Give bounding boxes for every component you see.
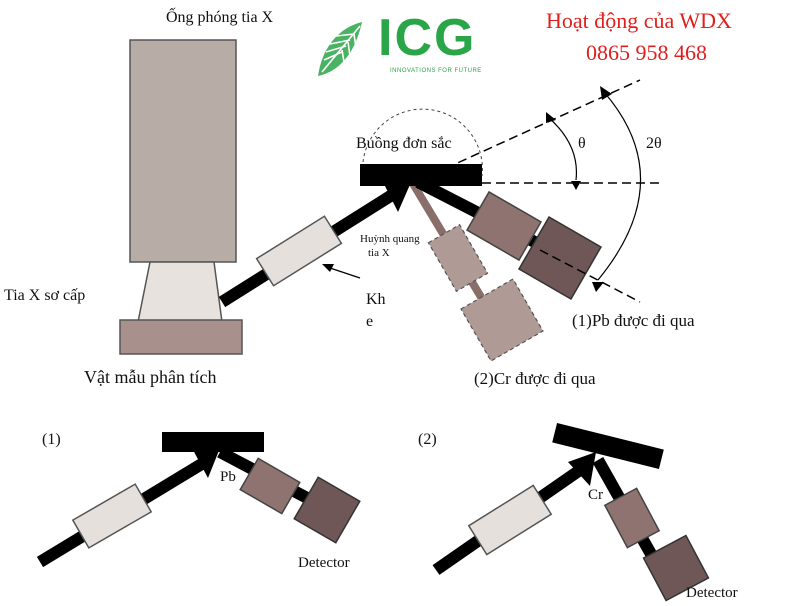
cr-ghost-path	[408, 179, 544, 362]
leaf-icon	[318, 22, 362, 76]
slit-label-2: e	[366, 313, 374, 330]
logo-wordmark: ICG	[378, 9, 477, 67]
theta-arrow-bottom	[571, 181, 581, 190]
pb-detector	[517, 215, 603, 301]
bl-arrowhead	[192, 448, 220, 478]
theta-arrow-top	[546, 112, 556, 123]
bl-index-label: (1)	[42, 431, 61, 448]
br-element-label: Cr	[588, 487, 603, 503]
br-arrowhead	[568, 452, 596, 486]
xray-tube-label: Ống phóng tia X	[166, 9, 274, 26]
bl-element-label: Pb	[220, 469, 236, 485]
theta-arc	[547, 116, 578, 181]
collimator	[255, 215, 343, 287]
xray-tube	[129, 39, 237, 263]
primary-xray-label: Tia X sơ cấp	[4, 287, 86, 304]
fluorescence-label-2: tia X	[368, 247, 390, 259]
two-theta-arrow-top	[600, 86, 612, 100]
header-title: Hoạt động của WDX	[546, 8, 732, 33]
two-theta-arrow-bottom	[592, 282, 604, 292]
bl-detector	[293, 476, 361, 544]
bl-pb-collimator	[239, 457, 301, 515]
pb-path-label: (1)Pb được đi qua	[572, 311, 695, 330]
sample	[119, 319, 243, 355]
sample-label: Vật mẫu phân tích	[84, 367, 217, 387]
slit-label-1: Kh	[366, 291, 386, 308]
theta-label: θ	[578, 135, 586, 152]
beam-arrowhead	[382, 180, 412, 212]
br-detector	[642, 534, 710, 602]
monochromator-label: Buồng đơn sắc	[356, 135, 452, 152]
two-theta-label: 2θ	[646, 135, 662, 152]
two-theta-arc	[597, 91, 642, 281]
slit-arrowhead	[322, 264, 334, 272]
br-detector-label: Detector	[686, 585, 738, 601]
monochromator-crystal	[360, 164, 482, 186]
tube-window	[137, 261, 223, 323]
logo-tagline: INNOVATIONS FOR FUTURE	[390, 68, 482, 74]
header-phone: 0865 958 468	[586, 40, 707, 65]
br-collimator	[467, 484, 553, 556]
fluorescence-label-1: Huỳnh quang	[360, 233, 420, 245]
br-cr-collimator	[603, 487, 661, 549]
br-crystal	[552, 422, 664, 470]
bl-detector-label: Detector	[298, 555, 350, 571]
br-index-label: (2)	[418, 431, 437, 448]
bl-collimator	[71, 483, 153, 549]
bl-crystal	[162, 432, 264, 452]
cr-path-label: (2)Cr được đi qua	[474, 369, 596, 388]
pb-collimator	[465, 190, 543, 262]
diffracted-extension	[539, 249, 641, 303]
slit-pointer	[329, 267, 361, 279]
